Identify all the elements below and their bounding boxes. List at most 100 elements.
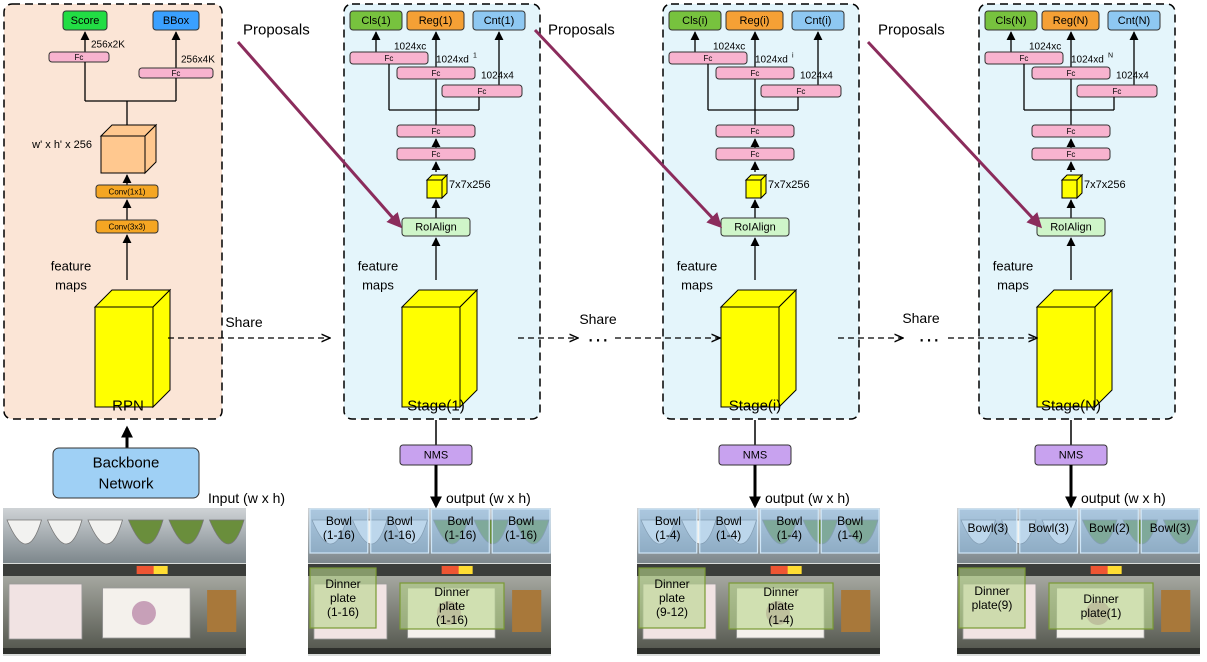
rpn-feature-label-2: maps [55,278,87,293]
rpn-fc-score [48,51,110,63]
stage-2-name: Stage(i) [729,398,782,415]
stage-3-dim-d-sup: N [1108,53,1113,60]
stage-2-bowl-label-1-line-2: (1-4) [655,528,680,542]
rpn-volume-dim: w' x h' x 256 [31,139,92,151]
stage-3-bowl-detection-1 [958,508,1018,554]
stage-1-photo-jar [512,590,542,632]
stage-1-roi-cube [425,173,449,200]
input-label: Input (w x h) [208,490,285,506]
stage-1-roi-dim: 7x7x256 [449,179,491,191]
stage-2-cnt-box [791,10,845,31]
stage-1-output-label: output (w x h) [446,490,531,506]
stage-1-photo-rail-2 [308,648,551,654]
rpn-dim-bbox: 256x4K [181,55,215,66]
stage-3-cls-box [984,10,1038,31]
stage-1-dim-d-sup: 1 [473,53,477,60]
stage-3-plate-detection-1 [958,567,1026,629]
stage-1-nms-label: NMS [424,450,448,462]
stage-2-bowl-label-3-line-1: Bowl [776,514,802,528]
share-ellipsis-2: ··· [918,327,940,352]
stage-3-bowl-label-4-line-1: Bowl(3) [1150,521,1191,535]
score-box-label: Score [71,15,100,27]
stage-3-output-label: output (w x h) [1081,490,1166,506]
input-photo-rail-2 [3,648,246,654]
stage-2-photo-jar [841,590,871,632]
stage-1-fc-shared-1-label: Fc [432,127,441,136]
stage-2-roi-cube [744,173,768,200]
input-photo-bowl-3 [87,519,124,545]
stage-2-feature-label-2: maps [681,278,713,293]
stage-1-roi-cube-front [426,179,443,199]
stage-3-bowl-detection-4 [1140,508,1200,554]
stage-1-cnt-box-label: Cnt(1) [484,15,515,27]
stage-3-fc-cnt [1076,84,1158,98]
stage-1-name: Stage(1) [407,398,465,415]
stage-1-plate-label-1-line-1: Dinner [325,577,360,591]
stage-1-bowl-label-4-line-2: (1-16) [505,528,537,542]
stage-3-plate-label-1-line-1: Dinner [974,584,1009,598]
share-ellipsis-1: ··· [587,327,609,352]
stage-1-roialign-label: RoIAlign [415,222,457,234]
stage-2-plate-label-2-line-1: Dinner [763,585,798,599]
stage-1-reg-box-label: Reg(1) [419,15,453,27]
stage-1-bowl-detection-3 [430,508,490,554]
rpn-feature-map-side [152,288,171,409]
stage-3-bowl-label-2-line-1: Bowl(3) [1028,521,1069,535]
stage-3-dim-c: 1024xc [1029,42,1061,53]
stage-3-cls-box-label: Cls(N) [995,15,1026,27]
stage-1-feature-map [400,288,479,409]
stage-3-cnt-box [1107,10,1161,31]
conv3-box [95,219,159,234]
stage-2-feature-map [719,288,798,409]
rpn-name: RPN [112,398,144,415]
stage-2-fc-cnt-label: Fc [797,87,806,96]
stage-2-plate-label-2-line-2: plate [768,599,794,613]
input-photo-upper-shelf [3,508,246,563]
input-photo-bowl-1 [6,519,43,545]
stage-2-fc-shared-1 [715,124,795,138]
stage-1-cls-box-label: Cls(1) [361,15,390,27]
input-photo-price-1 [136,566,155,574]
stage-1-feature-map-side [459,288,478,409]
stage-2-roi-cube-front [745,179,762,199]
stage-3-bowl-label-3-line-1: Bowl(2) [1089,521,1130,535]
stage-2-plate-detection-1 [638,567,706,629]
rpn-volume [99,123,158,175]
stage-3-fc-cnt-label: Fc [1113,87,1122,96]
stage-1-plate-label-1-line-3: (1-16) [327,605,359,619]
stage-1-bowl-label-2-line-2: (1-16) [384,528,416,542]
stage-1-cls-box [349,10,403,31]
stage-1-dim-c: 1024xc [394,42,426,53]
proposals-label-1: Proposals [243,22,310,39]
stage-3-roialign-label: RoIAlign [1050,222,1092,234]
stage-2-nms-label: NMS [743,450,767,462]
stage-3-plate-detection-2 [1048,582,1154,630]
stage-3-nms-label: NMS [1059,450,1083,462]
stage-1-plate-label-2-line-1: Dinner [434,585,469,599]
rpn-feature-map [93,288,172,409]
input-photo-bowl-6 [208,519,245,545]
stage-3-bowl-label-1-line-1: Bowl(3) [968,521,1009,535]
stage-3-panel [978,3,1176,420]
stage-1-feature-label-1: feature [358,259,398,274]
rpn-feature-map-front [94,306,154,408]
stage-3-feature-map-front [1036,306,1096,408]
stage-2-dim-c: 1024xc [713,42,745,53]
stage-2-bowl-label-4-line-1: Bowl [837,514,863,528]
input-photo-bowl-5 [168,519,205,545]
stage-1-feature-label-2: maps [362,278,394,293]
proposals-label-3: Proposals [878,22,945,39]
score-box [62,10,108,31]
stage-2-plate-label-2-line-3: (1-4) [768,613,793,627]
stage-1-plate-detection-2 [399,582,505,630]
stage-1-fc-cnt [441,84,523,98]
stage-1-dim-d: 1024xd [436,55,469,66]
stage-2-cnt-box-label: Cnt(i) [805,15,832,27]
input-photo-plate-1 [8,583,83,640]
stage-3-fc-shared-2-label: Fc [1067,150,1076,159]
stage-2-cls-box [668,10,722,31]
stage-3-plate-label-1-line-2: plate(9) [972,598,1013,612]
stage-1-plate-label-1-line-2: plate [330,591,356,605]
